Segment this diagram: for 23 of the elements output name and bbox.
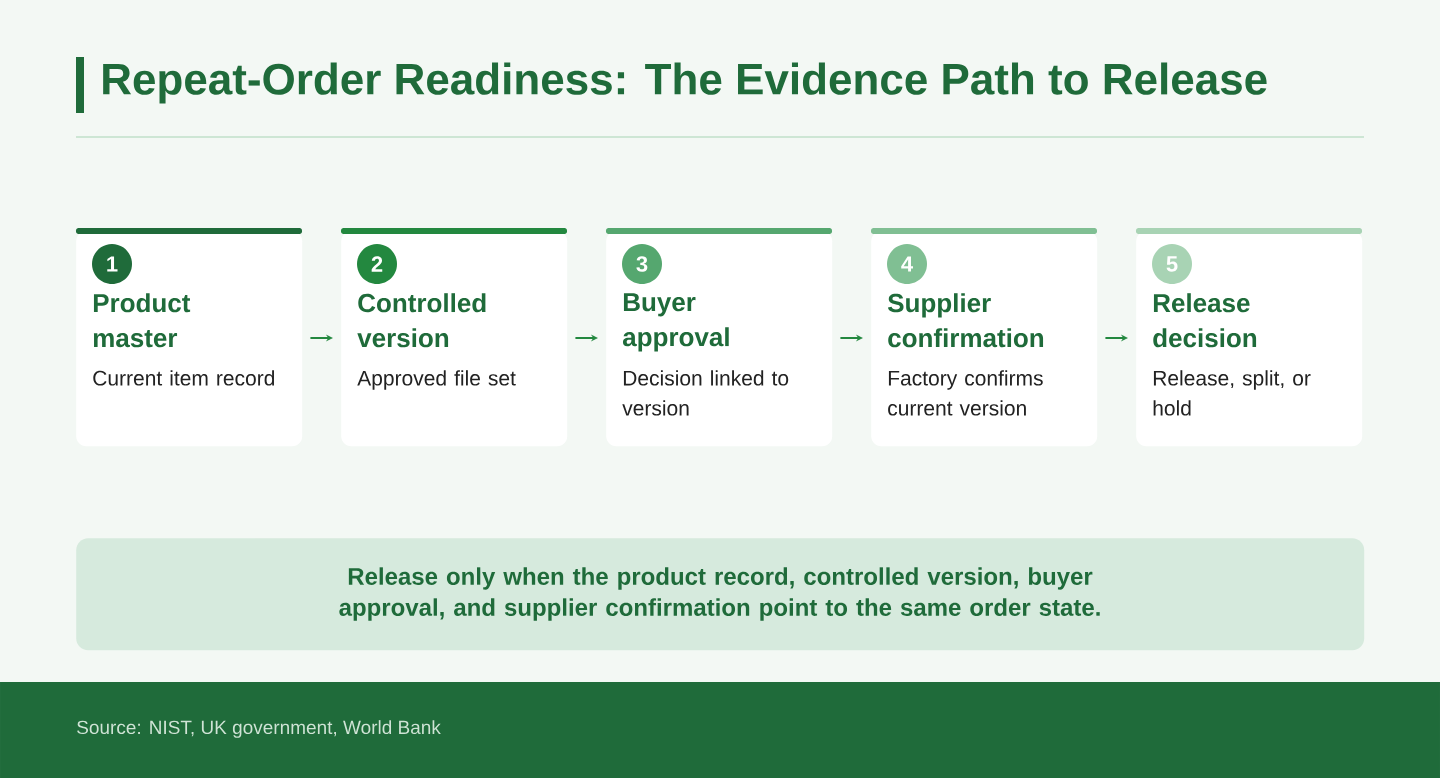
step-description: Approved file set bbox=[357, 370, 516, 390]
step-heading: Supplier confirmation bbox=[887, 293, 1044, 348]
step-card bbox=[341, 228, 568, 447]
step-heading: Release decision bbox=[1153, 293, 1257, 348]
step-card bbox=[1136, 228, 1363, 447]
step-description: Current item record bbox=[93, 370, 275, 386]
step-heading: Controlled version bbox=[357, 293, 486, 348]
step-heading: Product master bbox=[93, 293, 191, 348]
step-description: Decision linked to version bbox=[622, 370, 789, 416]
step-card bbox=[76, 228, 303, 447]
number-badge: 5 bbox=[1152, 244, 1192, 284]
number-badge: 4 bbox=[887, 244, 927, 284]
step-description: Factory confirms current version bbox=[888, 370, 1043, 416]
step-card bbox=[871, 228, 1098, 447]
title: Repeat-Order Readiness: The Evidence Path to Release bbox=[103, 62, 1267, 104]
note-box: Release only when the product record, controlled version, buyer approval, and supplier confirmation point to the same order state. bbox=[76, 538, 1365, 651]
number-badge: 2 bbox=[357, 244, 397, 284]
step-description: Release, split, or hold bbox=[1153, 370, 1311, 416]
step-heading: Buyer approval bbox=[623, 293, 729, 352]
step-card bbox=[606, 228, 833, 447]
number-badge: 3 bbox=[622, 244, 662, 284]
number-badge: 1 bbox=[92, 244, 132, 284]
source-note: Source: NIST, UK government, World Bank bbox=[77, 720, 441, 738]
